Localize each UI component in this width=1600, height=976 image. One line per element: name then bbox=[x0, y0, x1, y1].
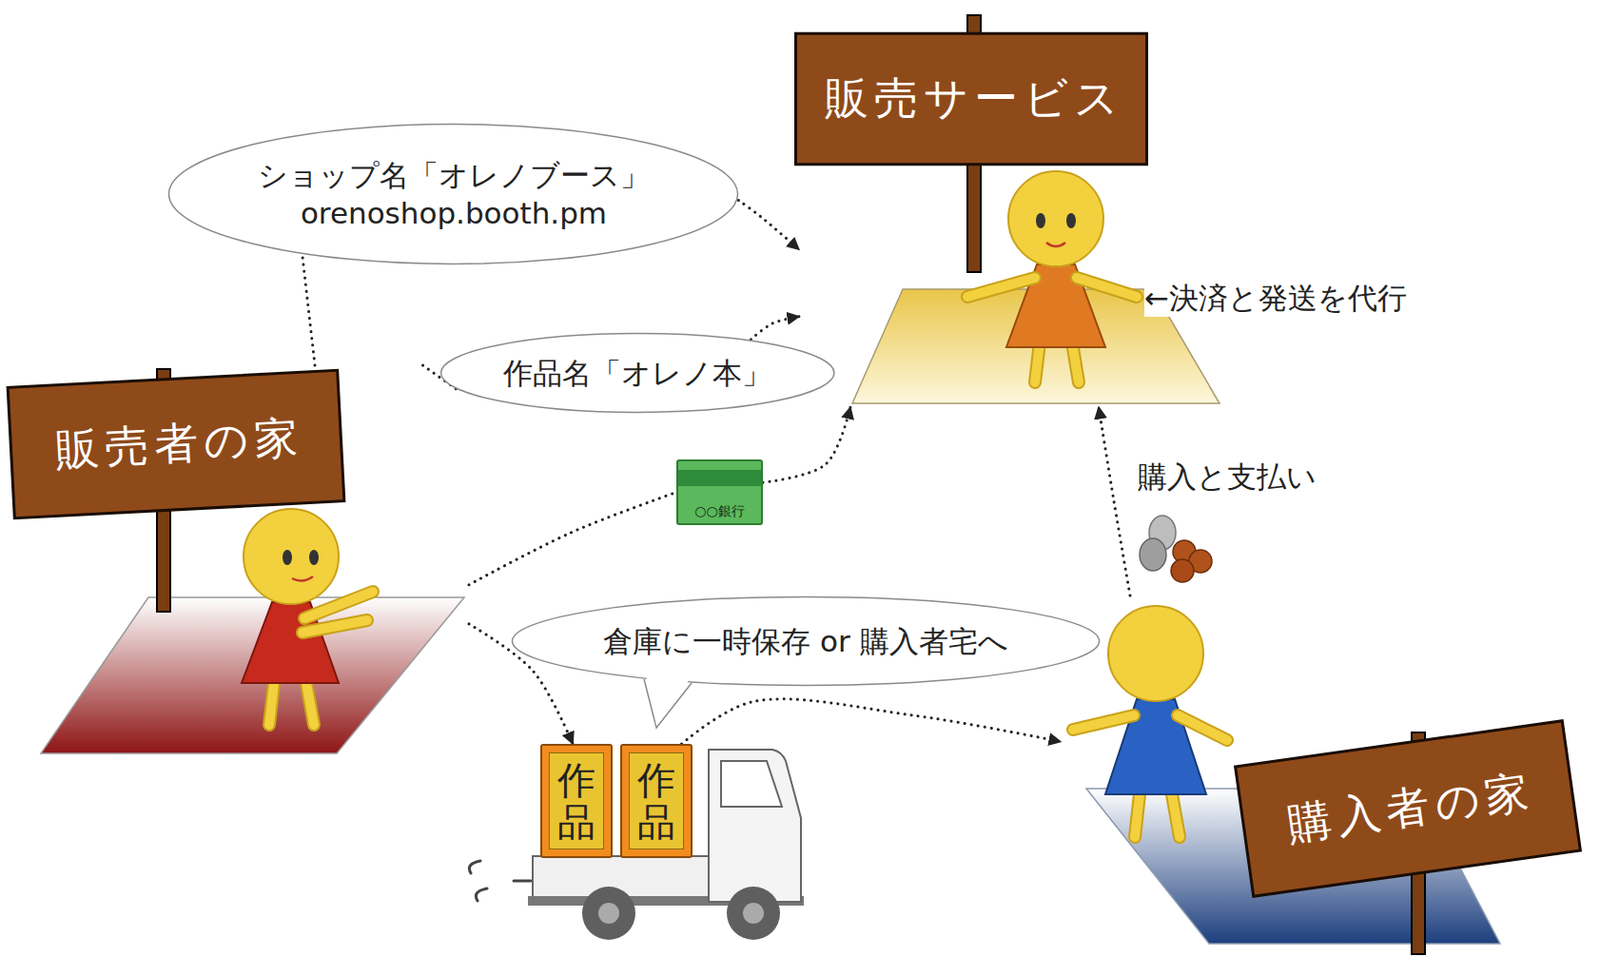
dotted-arrow bbox=[302, 254, 315, 366]
dotted-arrow bbox=[1098, 407, 1131, 596]
dotted-arrow bbox=[423, 365, 459, 391]
sign-board bbox=[7, 370, 345, 518]
work-name-callout: 作品名「オレノ本」 bbox=[439, 331, 836, 414]
seller-platform bbox=[40, 597, 465, 754]
edge-label: 購入と支払い bbox=[1137, 458, 1317, 496]
note-holder: ←決済と発送を代行 bbox=[1144, 279, 1407, 317]
illustration-part bbox=[726, 886, 781, 940]
node-outline bbox=[799, 13, 1228, 408]
product-box: 作品 bbox=[620, 743, 693, 859]
illustration-part bbox=[1008, 171, 1104, 267]
illustration-part bbox=[742, 902, 764, 924]
illustration-part bbox=[1035, 213, 1046, 229]
dotted-arrow bbox=[468, 624, 573, 744]
node-text: 販売サービス bbox=[819, 71, 1125, 127]
illustration-part bbox=[309, 549, 319, 566]
shop-name-callout: ショップ名「オレノブース」orenoshop.booth.pm bbox=[167, 122, 740, 266]
seller-figure bbox=[241, 508, 373, 725]
illustration-part bbox=[967, 277, 1137, 297]
service-figure bbox=[967, 171, 1137, 383]
callout-ellipse bbox=[169, 124, 739, 265]
dotted-arrow bbox=[738, 200, 800, 251]
edge-group bbox=[302, 200, 1131, 744]
illustration-part bbox=[1108, 605, 1204, 702]
speech-bubble: 倉庫に一時保存 or 購入者宅へ bbox=[510, 595, 1101, 687]
node-outline bbox=[7, 365, 469, 758]
illustration-part bbox=[1034, 342, 1079, 383]
illustration-part bbox=[1066, 213, 1076, 229]
node-outline bbox=[510, 595, 1101, 687]
illustration-part bbox=[1134, 794, 1180, 838]
seller-house-sign: 販売者の家 bbox=[7, 365, 469, 758]
node-outline bbox=[542, 745, 615, 860]
service-sign: 販売サービス bbox=[799, 13, 1228, 408]
node-text: ○○銀行 bbox=[694, 503, 744, 520]
sign-board bbox=[796, 33, 1148, 165]
illustration-part bbox=[243, 508, 339, 605]
seller-scene bbox=[40, 369, 465, 754]
node-text: 作品 bbox=[628, 752, 684, 850]
node-text: 購入者の家 bbox=[1278, 763, 1538, 854]
illustration-part bbox=[708, 749, 801, 902]
buyer-figure bbox=[1073, 605, 1228, 838]
dotted-arrow bbox=[762, 407, 851, 483]
node-text: orenoshop.booth.pm bbox=[300, 194, 607, 233]
illustration-part bbox=[598, 902, 620, 924]
node-text: 作品 bbox=[548, 752, 605, 850]
product-box: 作品 bbox=[540, 743, 613, 859]
node-outline bbox=[678, 461, 765, 527]
service-scene bbox=[852, 15, 1220, 404]
illustration-part bbox=[282, 549, 293, 566]
illustration-part bbox=[1073, 715, 1228, 741]
dotted-arrow bbox=[682, 699, 1061, 744]
illustration-part bbox=[269, 682, 314, 725]
illustration-part bbox=[1134, 794, 1180, 838]
illustration-part bbox=[1034, 342, 1079, 383]
illustration-part bbox=[1073, 715, 1228, 741]
node-outline bbox=[622, 745, 695, 860]
illustration-part bbox=[582, 886, 636, 940]
coins bbox=[1139, 515, 1212, 583]
illustration-part bbox=[269, 682, 314, 725]
buyer-house-sign: 購入者の家 bbox=[1060, 595, 1587, 961]
illustration-part bbox=[1139, 538, 1167, 571]
sign-post bbox=[967, 15, 981, 273]
sign-post bbox=[1411, 732, 1425, 955]
node-outline bbox=[167, 122, 740, 266]
delivery-truck bbox=[468, 749, 804, 940]
bubble-tail-joint bbox=[645, 675, 690, 725]
illustration-part bbox=[967, 277, 1137, 297]
illustration-part bbox=[721, 760, 782, 807]
bubble-tail bbox=[643, 679, 692, 728]
illustration-part bbox=[1046, 242, 1066, 247]
edge-label-holder: 購入と支払い bbox=[1137, 458, 1317, 496]
illustration-part bbox=[468, 860, 531, 901]
buyer-platform bbox=[1086, 788, 1501, 944]
illustration-part bbox=[1170, 559, 1194, 583]
dotted-arrow bbox=[750, 316, 800, 340]
note-label: ←決済と発送を代行 bbox=[1144, 279, 1407, 317]
node-text: 作品名「オレノ本」 bbox=[503, 353, 772, 392]
buyer-scene bbox=[1073, 515, 1501, 955]
sign-post bbox=[156, 369, 171, 612]
bank-card: ○○銀行 bbox=[676, 459, 763, 526]
node-text: 倉庫に一時保存 or 購入者宅へ bbox=[603, 622, 1008, 661]
illustration-part bbox=[292, 576, 313, 582]
sign-board bbox=[1235, 721, 1581, 897]
node-outline bbox=[1060, 595, 1587, 961]
callout-ellipse bbox=[511, 597, 1099, 686]
callout-ellipse bbox=[440, 333, 834, 413]
node-text: ショップ名「オレノブース」 bbox=[257, 156, 650, 195]
node-text: 販売者の家 bbox=[47, 409, 305, 478]
dotted-arrow bbox=[468, 492, 677, 586]
node-outline bbox=[439, 331, 836, 414]
